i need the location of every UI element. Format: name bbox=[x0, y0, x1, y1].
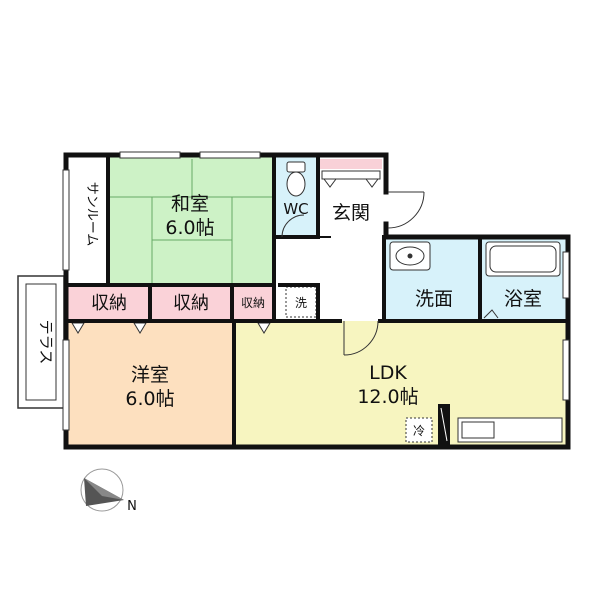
yokushitsu-label: 浴室 bbox=[504, 288, 542, 310]
fridge-space bbox=[405, 417, 433, 443]
genkan-cabinet bbox=[321, 170, 381, 188]
tatami-lines bbox=[110, 159, 272, 283]
bathtub-icon bbox=[485, 241, 561, 277]
storage-left bbox=[68, 285, 150, 321]
washbasin-icon bbox=[389, 241, 431, 271]
kitchen-pillar-mark bbox=[440, 407, 448, 442]
storage-small-label: 収納 bbox=[241, 296, 265, 310]
wc-label: WC bbox=[283, 200, 308, 218]
washer-label: 洗 bbox=[295, 296, 307, 310]
door-swings bbox=[281, 191, 499, 356]
genkan-step bbox=[320, 159, 382, 169]
storage-middle-label: 収納 bbox=[173, 293, 209, 314]
compass-arrow-shade bbox=[84, 478, 124, 500]
sunroom bbox=[68, 157, 108, 285]
washer-space bbox=[285, 286, 317, 318]
compass-north-label: N bbox=[127, 499, 137, 514]
sunroom-label: サンルーム bbox=[84, 182, 99, 247]
windows bbox=[62, 151, 570, 431]
ldk-size: 12.0帖 bbox=[357, 386, 418, 408]
terrace-label: テラス bbox=[37, 320, 55, 365]
storage-left-label: 収納 bbox=[91, 293, 127, 314]
washitsu-size: 6.0帖 bbox=[165, 217, 214, 239]
storage-small bbox=[232, 285, 274, 321]
genkan-room bbox=[318, 157, 384, 237]
youshitsu-size: 6.0帖 bbox=[125, 388, 174, 410]
washitsu-name: 和室 bbox=[171, 193, 209, 215]
washitsu-room bbox=[108, 157, 274, 285]
kitchen-sink bbox=[461, 421, 495, 439]
compass: N bbox=[80, 468, 137, 514]
youshitsu-room bbox=[68, 321, 234, 445]
storage-middle bbox=[150, 285, 232, 321]
senmen-label: 洗面 bbox=[415, 288, 453, 310]
youshitsu-name: 洋室 bbox=[131, 364, 169, 386]
fridge-label: 冷 bbox=[413, 424, 425, 438]
ldk-name: LDK bbox=[369, 362, 407, 384]
genkan-label: 玄関 bbox=[332, 202, 370, 224]
terrace-inner bbox=[25, 283, 57, 401]
toilet-icon bbox=[286, 161, 306, 197]
